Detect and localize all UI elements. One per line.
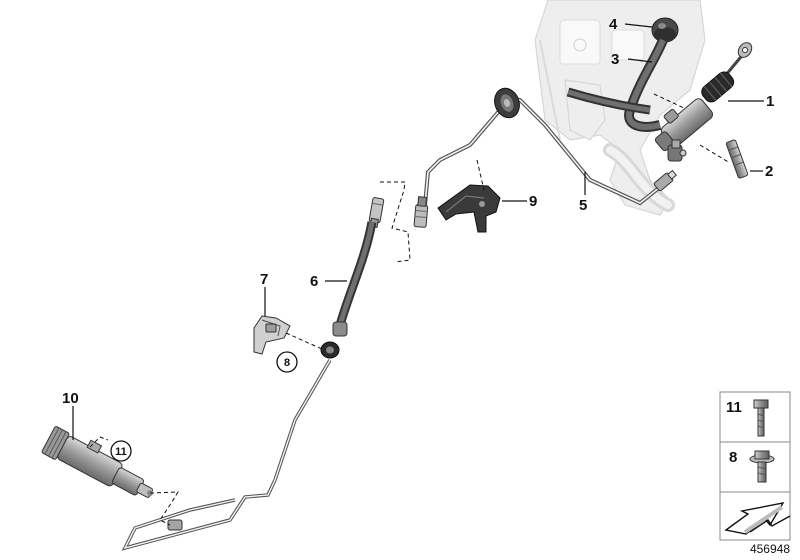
callout-2: 2: [765, 163, 773, 180]
callout-8-label: 8: [284, 357, 290, 369]
flex-hose-part-6: [332, 197, 385, 337]
clutch-line-part-5: [413, 87, 677, 228]
callout-9-label: 9: [529, 193, 537, 210]
callout-1: 1: [766, 93, 774, 110]
callout-7: 7: [260, 271, 268, 288]
legend-item-11-label: 11: [726, 399, 742, 416]
part-9-mount-line: [476, 159, 485, 191]
pipe-clip-part-7: [253, 315, 291, 355]
callout-11-label: 11: [115, 446, 127, 458]
callout-3-label: 3: [611, 51, 619, 68]
callout-5-label: 5: [579, 197, 587, 214]
legend-item-8-label: 8: [729, 449, 737, 466]
grommet-part-4: [651, 17, 679, 43]
callout-6: 6: [310, 273, 318, 290]
callout-2-label: 2: [765, 163, 773, 180]
reservoir-hose-part-3: [566, 38, 668, 132]
slave-pipe-connector-dash: [149, 491, 179, 526]
slave-cylinder-part-10: [41, 426, 153, 498]
holder-part-9: [437, 184, 501, 233]
pipe-grommet: [320, 341, 340, 359]
callout-10-label: 10: [62, 390, 79, 407]
callout-5: 5: [579, 197, 587, 214]
hex-bolt-icon: [753, 399, 769, 437]
legend-panel: 11 8: [719, 391, 791, 541]
master-cylinder-part-1: [654, 42, 753, 162]
leader-lines: [72, 23, 764, 440]
reference-number: 456948: [750, 542, 790, 556]
callout-3: 3: [611, 51, 619, 68]
arrow-icon: [724, 502, 791, 535]
callout-11: 11: [110, 440, 132, 462]
callout-6-label: 6: [310, 273, 318, 290]
flange-bolt-icon: [749, 450, 775, 483]
part-7-mount-line: [285, 332, 323, 350]
clutch-line-lower: [121, 359, 332, 551]
callout-7-label: 7: [260, 271, 268, 288]
callout-10: 10: [62, 390, 79, 407]
callout-4: 4: [609, 16, 618, 33]
legend-item-8: [719, 441, 791, 493]
hose-pipe-connector-dash: [380, 181, 411, 263]
callout-4-label: 4: [609, 16, 618, 33]
callout-1-label: 1: [766, 93, 774, 110]
callout-9: 9: [529, 193, 537, 210]
callout-8: 8: [276, 351, 298, 373]
retaining-pin-part-2: [725, 139, 749, 179]
part-11-mount-line: [89, 436, 109, 448]
